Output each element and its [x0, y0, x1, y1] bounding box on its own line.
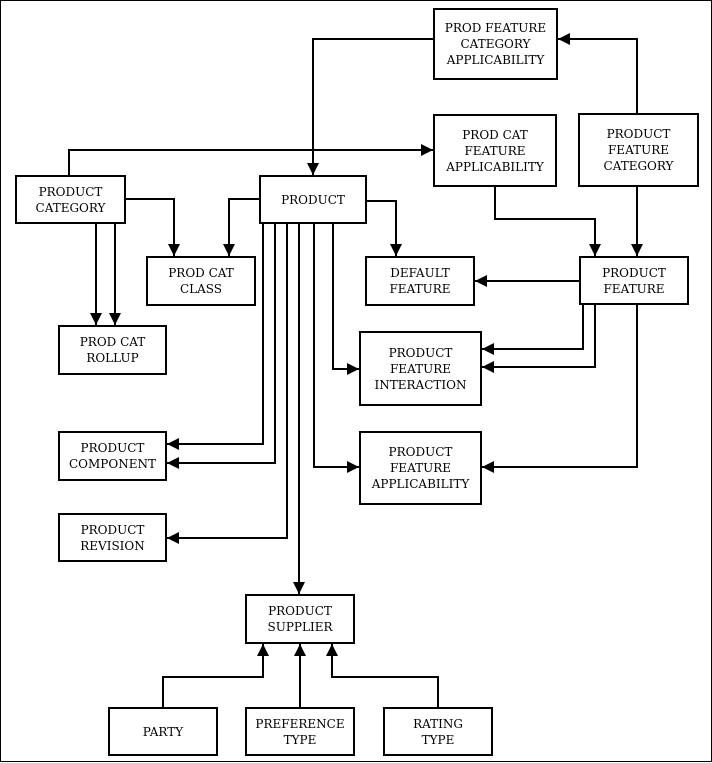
entity-party: PARTY	[108, 707, 218, 756]
entity-product: PRODUCT	[259, 175, 367, 224]
edge-product-to-revision	[167, 224, 288, 544]
edge-product-to-prod-cat-class	[223, 198, 259, 256]
entity-prod-cat-rollup: PROD CAT ROLLUP	[58, 325, 167, 375]
edge-product-category-to-pcfa	[68, 144, 433, 175]
edge-product-to-component-2	[167, 224, 276, 469]
entity-default-feature: DEFAULT FEATURE	[365, 256, 475, 306]
edge-product-feature-to-applicability	[482, 305, 638, 473]
entity-product-feature-applicability: PRODUCT FEATURE APPLICABILITY	[359, 431, 482, 505]
entity-prod-cat-feature-applicability: PROD CAT FEATURE APPLICABILITY	[433, 114, 557, 187]
entity-product-component: PRODUCT COMPONENT	[58, 431, 167, 481]
edge-product-to-default-feature	[367, 200, 402, 256]
edge-rating-type-to-supplier	[326, 644, 439, 707]
entity-prod-feature-category-applicability: PROD FEATURE CATEGORY APPLICABILITY	[433, 8, 558, 80]
edge-product-category-to-prod-cat-class	[126, 198, 180, 256]
edge-product-to-applicability	[313, 224, 359, 473]
entity-product-feature-category: PRODUCT FEATURE CATEGORY	[578, 113, 699, 187]
edge-product-feature-to-interaction-1	[482, 305, 584, 355]
entity-product-supplier: PRODUCT SUPPLIER	[245, 594, 355, 644]
edge-pcfa-to-product-feature	[494, 187, 601, 256]
edge-product-to-interaction	[332, 224, 359, 375]
edge-pfca-to-product	[307, 38, 433, 175]
entity-prod-cat-class: PROD CAT CLASS	[146, 256, 256, 306]
edge-pfcat-to-pfca	[558, 33, 638, 113]
edge-party-to-supplier	[162, 644, 269, 707]
edge-product-to-component-1	[167, 224, 264, 450]
entity-product-feature: PRODUCT FEATURE	[579, 256, 689, 305]
entity-product-revision: PRODUCT REVISION	[58, 513, 167, 562]
entity-product-category: PRODUCT CATEGORY	[15, 175, 126, 224]
entity-rating-type: RATING TYPE	[383, 707, 493, 756]
entity-product-feature-interaction: PRODUCT FEATURE INTERACTION	[359, 331, 482, 406]
entity-preference-type: PREFERENCE TYPE	[245, 707, 355, 756]
edge-product-feature-to-interaction-2	[482, 305, 596, 373]
